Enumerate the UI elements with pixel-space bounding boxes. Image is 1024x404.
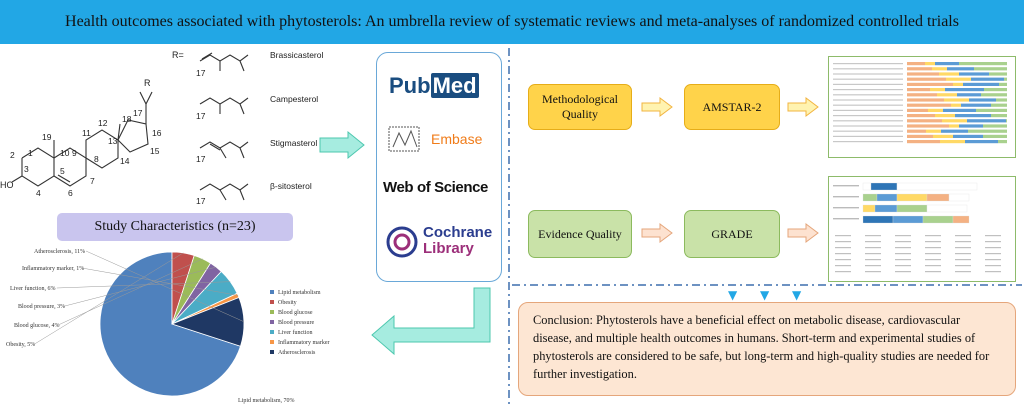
side-chain-17-d: 17	[196, 196, 206, 206]
pie-data-label: Blood glucose, 4%	[14, 323, 60, 329]
cochrane-emblem-icon	[386, 226, 418, 258]
arrow-return	[371, 287, 491, 356]
sterol-brassicasterol: Brassicasterol	[270, 50, 324, 60]
side-chain-17-c: 17	[196, 154, 206, 164]
atom-label-8: 8	[94, 154, 99, 164]
pie-data-label: Lipid metabolism, 70%	[238, 398, 295, 404]
pie-data-label: Inflammatory marker, 1%	[22, 265, 84, 272]
sterol-stigmasterol: Stigmasterol	[270, 138, 318, 148]
atom-label-1: 1	[28, 148, 33, 158]
grade-results-thumbnail	[828, 176, 1016, 282]
cochrane-line-2: Library	[423, 240, 474, 257]
evidence-quality-box: Evidence Quality	[528, 210, 632, 258]
side-chain-17-a: 17	[196, 68, 206, 78]
horizontal-dash-divider	[512, 284, 1022, 286]
arrow-right-5	[787, 223, 819, 243]
pie-data-label: Atherosclerosis, 11%	[34, 249, 85, 255]
atom-label-9: 9	[72, 148, 77, 158]
chevron-down-icon: ▼	[760, 288, 770, 302]
r-label: R	[144, 78, 151, 88]
pubmed-logo: PubMed	[389, 73, 479, 99]
conclusion-box: Conclusion: Phytosterols have a benefici…	[518, 302, 1016, 396]
pie-legend-label: Liver function	[278, 329, 313, 336]
pie-leader-line	[56, 281, 231, 289]
embase-emblem-icon	[388, 126, 420, 152]
amstar-results-thumbnail	[828, 56, 1016, 158]
arrow-right-3	[787, 97, 819, 117]
atom-label-7: 7	[90, 176, 95, 186]
pie-data-label: Liver function, 6%	[10, 285, 56, 292]
page-title: Health outcomes associated with phytoste…	[65, 13, 959, 30]
pie-legend-swatch	[270, 290, 274, 294]
pie-legend-label: Atherosclerosis	[278, 350, 316, 356]
pie-data-label: Blood pressure, 3%	[18, 304, 65, 310]
atom-label-6: 6	[68, 188, 73, 198]
amstar-stacked-bars	[833, 62, 1007, 144]
pie-leader-line	[81, 267, 239, 296]
pie-legend-label: Blood glucose	[278, 310, 313, 316]
sterol-campesterol: Campesterol	[270, 94, 319, 104]
pie-legend-label: Inflammatory marker	[278, 339, 329, 346]
methodological-quality-box: Methodological Quality	[528, 84, 632, 130]
ho-label: HO	[0, 180, 14, 190]
study-characteristics-label: Study Characteristics (n=23)	[57, 213, 293, 241]
pie-legend-swatch	[270, 330, 274, 334]
pie-legend-swatch	[270, 350, 274, 354]
grade-bars-and-table	[833, 182, 1001, 273]
pubmed-med-text: Med	[430, 73, 479, 98]
arrow-right-1	[319, 130, 365, 160]
arrow-right-4	[641, 223, 673, 243]
atom-label-18: 18	[122, 114, 132, 124]
atom-label-3: 3	[24, 164, 29, 174]
pie-legend-swatch	[270, 300, 274, 304]
chevron-down-icon: ▼	[792, 288, 802, 302]
web-of-science-logo: Web of Science	[383, 179, 488, 196]
study-characteristics-pie-chart: Lipid metabolism, 70% Obesity, 5% Blood gl…	[6, 249, 329, 404]
pubmed-pub-text: Pub	[389, 73, 431, 98]
pie-leader-line	[85, 250, 245, 322]
pie-legend-label: Lipid metabolism	[278, 290, 321, 296]
atom-label-10: 10	[60, 148, 70, 158]
atom-label-4: 4	[36, 188, 41, 198]
atom-label-2: 2	[10, 150, 15, 160]
atom-label-11: 11	[82, 128, 91, 138]
grade-box: GRADE	[684, 210, 780, 258]
cochrane-line-1: Cochrane	[423, 224, 493, 241]
atom-label-5: 5	[60, 166, 65, 176]
r-equals-label: R=	[172, 50, 184, 60]
side-chain-17-b: 17	[196, 111, 206, 121]
chevron-down-icon: ▼	[728, 288, 738, 302]
pie-data-label: Obesity, 5%	[6, 342, 35, 348]
pie-leader-line	[58, 258, 203, 326]
atom-label-16: 16	[152, 128, 162, 138]
atom-label-13: 13	[108, 136, 118, 146]
database-box: PubMed Embase Web of Science Cochrane Li…	[376, 52, 502, 282]
pie-legend-swatch	[270, 320, 274, 324]
vertical-dash-divider	[508, 48, 510, 404]
atom-label-19: 19	[42, 132, 52, 142]
title-bar: Health outcomes associated with phytoste…	[0, 0, 1024, 44]
cochrane-logo: Cochrane Library	[423, 225, 492, 257]
pie-legend-label: Obesity	[278, 300, 297, 306]
arrow-right-2	[641, 97, 673, 117]
pie-leader-line	[34, 252, 184, 345]
atom-label-15: 15	[150, 146, 160, 156]
pie-legend-label: Blood pressure	[278, 320, 314, 326]
atom-label-14: 14	[120, 156, 130, 166]
sterol-beta-sitosterol: β-sitosterol	[270, 181, 312, 191]
phytosterol-structure: 1 2 3 4 5 6 7 8 9 10 11 12 13 14 15 16 1…	[0, 50, 249, 206]
pie-legend-swatch	[270, 310, 274, 314]
pie-leader-line	[64, 266, 217, 307]
embase-logo: Embase	[431, 131, 483, 147]
amstar-2-box: AMSTAR-2	[684, 84, 780, 130]
pie-legend-swatch	[270, 340, 274, 344]
atom-label-12: 12	[98, 118, 108, 128]
atom-label-17: 17	[133, 108, 143, 118]
